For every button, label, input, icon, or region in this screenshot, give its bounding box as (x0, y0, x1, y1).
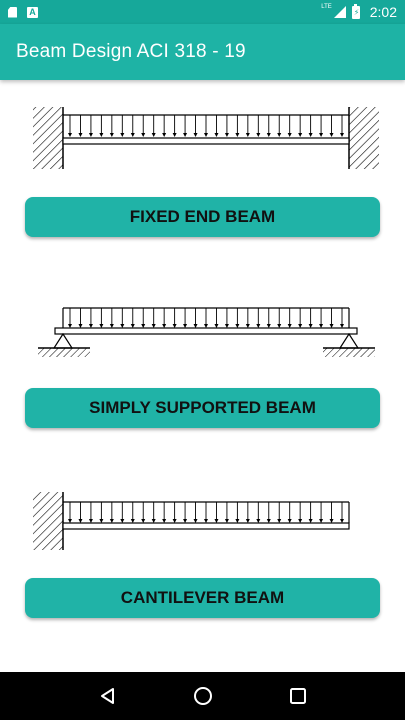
home-icon (193, 687, 212, 705)
simply-supported-beam-icon (38, 307, 375, 357)
fixed-end-beam-icon (33, 107, 379, 169)
recents-icon (289, 688, 306, 704)
fixed-end-beam-button[interactable]: FIXED END BEAM (25, 197, 380, 237)
battery-icon: ⚡ (351, 3, 360, 19)
page-title: Beam Design ACI 318 - 19 (16, 41, 246, 62)
network-label: LTE (321, 4, 332, 10)
navigation-bar (0, 672, 405, 720)
status-bar: A LTE ⚡ 2:02 (0, 0, 405, 24)
sd-card-icon (8, 6, 17, 18)
cantilever-beam-diagram (0, 490, 405, 552)
simply-supported-beam-diagram (0, 300, 405, 365)
a-notification-icon: A (27, 6, 38, 18)
recents-button[interactable] (278, 676, 318, 716)
system-icons: LTE ⚡ 2:02 (321, 3, 397, 20)
cantilever-beam-icon (33, 492, 350, 550)
clock: 2:02 (369, 4, 397, 20)
fixed-end-beam-diagram (0, 100, 405, 170)
simply-supported-beam-button[interactable]: SIMPLY SUPPORTED BEAM (25, 388, 380, 428)
back-icon (100, 688, 114, 704)
signal-icon (333, 6, 346, 18)
notification-icons: A (8, 6, 38, 18)
home-button[interactable] (183, 676, 223, 716)
back-button[interactable] (88, 676, 128, 716)
cantilever-beam-button[interactable]: CANTILEVER BEAM (25, 578, 380, 618)
app-bar: Beam Design ACI 318 - 19 (0, 24, 405, 80)
